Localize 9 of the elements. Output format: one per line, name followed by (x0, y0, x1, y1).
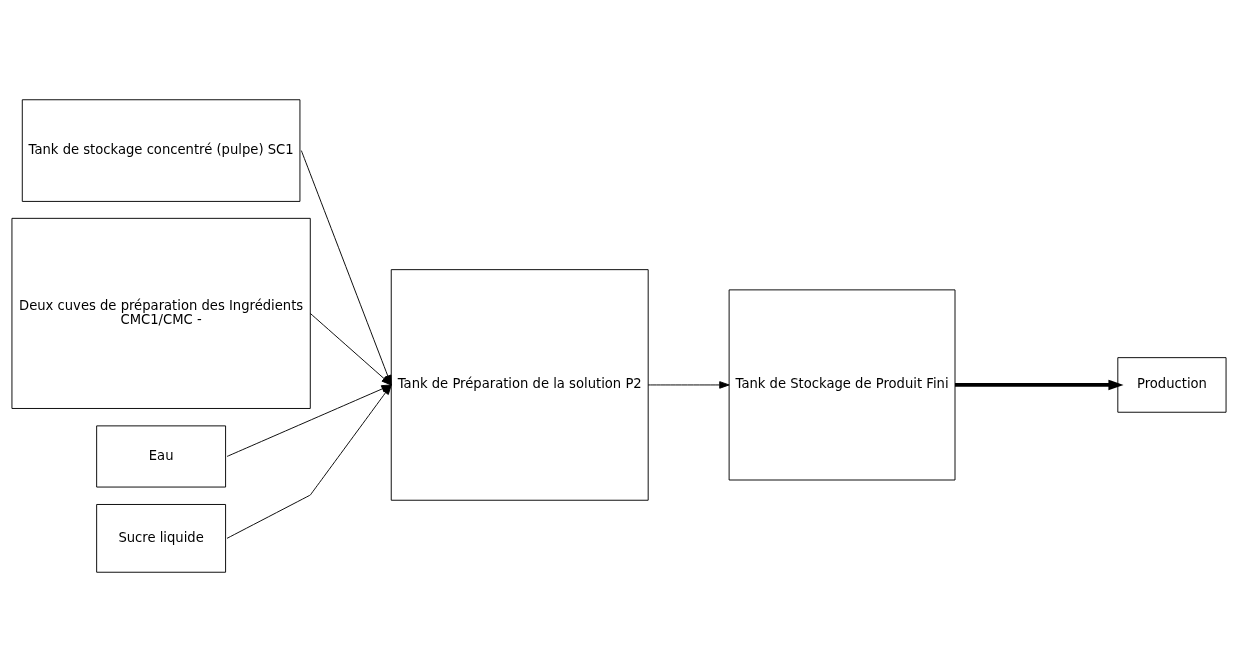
node-box: Tank de Stockage de Produit Fini (728, 289, 956, 481)
node-box: Sucre liquide (96, 504, 227, 573)
node-box: Production (1117, 357, 1227, 413)
node-box: Eau (96, 425, 227, 488)
arrow (647, 381, 730, 389)
node-box: Deux cuves de préparation des Ingrédients CMC1/CMC - (11, 217, 311, 409)
arrow (955, 379, 1124, 391)
node-box: Tank de stockage concentré (pulpe) SC1 (21, 99, 301, 202)
node-box: Tank de Préparation de la solution P2 (390, 269, 649, 501)
